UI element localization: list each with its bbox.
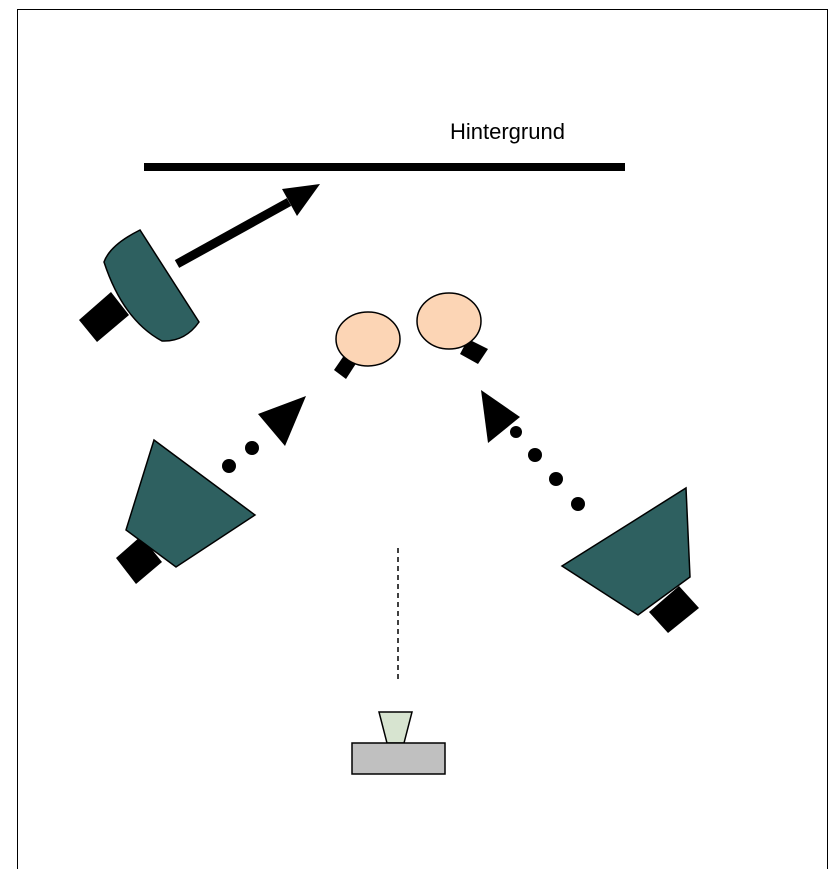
arrow-dot: [528, 448, 542, 462]
right-light-socket: [649, 586, 699, 633]
diagram-frame: [17, 9, 828, 869]
right-light-arrow: [481, 390, 585, 511]
camera-icon: [351, 711, 446, 775]
arrow-dot: [549, 472, 563, 486]
background-light-arrow: [174, 184, 320, 268]
right-light-body: [560, 486, 691, 616]
subject-right: [416, 292, 488, 364]
person-head-icon: [416, 292, 482, 350]
background-light-socket: [79, 292, 129, 342]
background-light-icon: [79, 229, 200, 342]
arrow-dot: [510, 426, 522, 438]
left-light-arrow: [222, 396, 306, 473]
arrow-dot: [222, 459, 236, 473]
left-light-arrow-head: [258, 396, 306, 446]
arrow-dot: [571, 497, 585, 511]
background-label: Hintergrund: [450, 119, 565, 144]
right-light-arrow-head: [481, 390, 520, 443]
subject-left: [334, 311, 401, 379]
right-light-icon: [560, 486, 699, 633]
arrow-dot: [245, 441, 259, 455]
background-light-arrow-shaft: [174, 198, 292, 268]
person-head-icon: [335, 311, 401, 367]
camera-body: [351, 742, 446, 775]
camera-lens: [378, 711, 413, 744]
left-light-icon: [116, 438, 257, 584]
background-light-body: [103, 229, 200, 342]
background-light-arrow-head: [282, 184, 320, 216]
subject-right-nose: [460, 339, 488, 364]
left-light-body: [125, 438, 257, 568]
